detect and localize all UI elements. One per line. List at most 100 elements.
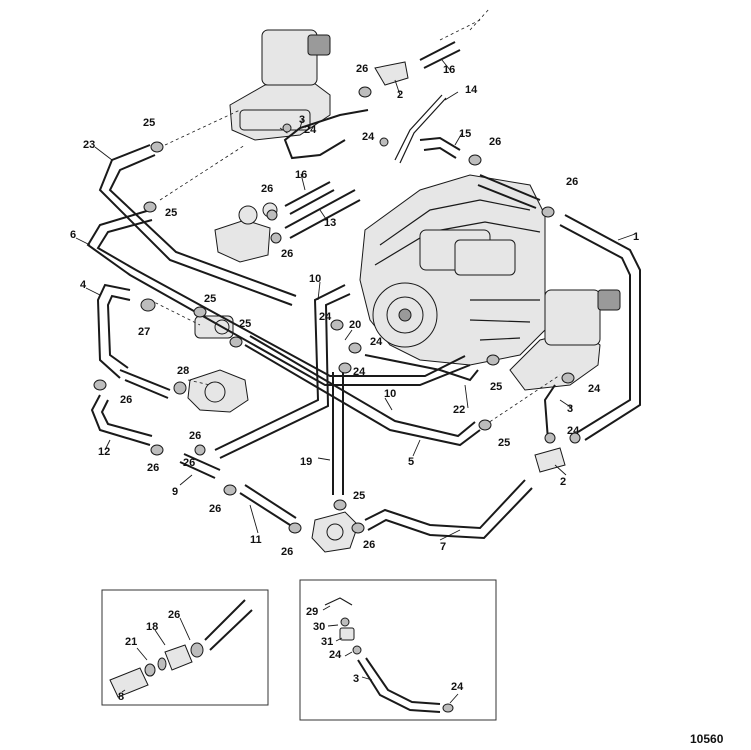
callout-26-left: 26 xyxy=(120,394,132,406)
tee-fitting-top xyxy=(374,61,409,86)
callout-26-pump-a: 26 xyxy=(261,183,273,195)
callout-25-bottom: 25 xyxy=(353,490,365,502)
hose-16-top-inner xyxy=(423,49,461,69)
hose-22 xyxy=(364,354,479,382)
callout-1: 1 xyxy=(633,231,639,243)
hose-4-inner xyxy=(106,294,131,369)
callout-labels: 1 2 2 3 3 3 4 5 6 7 8 9 10 10 11 12 13 1… xyxy=(70,63,639,703)
callout-16-top: 16 xyxy=(443,64,455,76)
exhaust-manifold-port xyxy=(229,29,331,141)
callout-26-lower: 26 xyxy=(209,503,221,515)
inset-left-box xyxy=(101,589,269,706)
dash-25-manifold-b xyxy=(159,144,246,201)
inset-right-box xyxy=(299,579,497,721)
hose-9-inner xyxy=(183,453,221,471)
callout-24-tube: 24 xyxy=(362,131,375,143)
callout-10-mid: 10 xyxy=(384,388,396,400)
hose-12 xyxy=(90,394,151,446)
callout-23: 23 xyxy=(83,139,95,151)
callout-26-top-right: 26 xyxy=(489,136,501,148)
callout-18: 18 xyxy=(146,621,158,633)
callout-2-right: 2 xyxy=(560,476,566,488)
callout-31: 31 xyxy=(321,636,333,648)
callout-11: 11 xyxy=(250,534,262,546)
hose-10 xyxy=(214,284,346,451)
callout-27: 27 xyxy=(138,326,150,338)
callout-13: 13 xyxy=(324,217,336,229)
hose-3-top xyxy=(283,109,369,160)
figure-number: 10560 xyxy=(690,732,724,746)
callout-10-top: 10 xyxy=(309,273,321,285)
seawater-pump xyxy=(187,369,249,413)
hose-11-inner xyxy=(244,484,297,519)
leader-lines xyxy=(75,59,636,541)
callout-3-top: 3 xyxy=(299,114,305,126)
callout-22: 22 xyxy=(453,404,465,416)
callout-24-right-b: 24 xyxy=(567,425,580,437)
hose-6 xyxy=(86,209,471,386)
callout-26-top: 26 xyxy=(356,63,368,75)
callout-24-manifold: 24 xyxy=(304,124,317,136)
callout-26-bottom-b: 26 xyxy=(363,539,375,551)
hose-1 xyxy=(564,214,641,441)
hose-15 xyxy=(419,136,461,151)
callout-26-mid-c: 26 xyxy=(183,457,195,469)
inset-left-parts xyxy=(109,599,253,698)
callout-29: 29 xyxy=(306,606,318,618)
engine-block xyxy=(359,174,546,366)
hose-clamps xyxy=(93,86,581,534)
callout-24-inset-b: 24 xyxy=(451,681,464,693)
tee-fitting-right xyxy=(534,447,566,473)
callout-24-center-b: 24 xyxy=(370,336,383,348)
dash-top-curve xyxy=(439,7,491,41)
callout-24-center-c: 24 xyxy=(353,366,366,378)
hose-28 xyxy=(119,369,171,391)
callout-19: 19 xyxy=(300,456,312,468)
hose-7 xyxy=(364,479,526,530)
callout-21: 21 xyxy=(125,636,137,648)
dash-26-pump xyxy=(149,299,201,326)
callout-5: 5 xyxy=(408,456,414,468)
callout-15: 15 xyxy=(459,128,471,140)
exhaust-manifold-starboard xyxy=(509,289,621,391)
dash-28-pump xyxy=(187,379,211,386)
hose-5-inner xyxy=(249,335,476,438)
callout-25-right: 25 xyxy=(490,381,502,393)
hose-15-inner xyxy=(423,146,457,159)
callout-20: 20 xyxy=(349,319,361,331)
hose-10-inner xyxy=(219,293,351,459)
callout-26-mid-a: 26 xyxy=(189,430,201,442)
inset-right-parts xyxy=(322,597,459,713)
hose-1-inner xyxy=(559,224,631,433)
callout-12: 12 xyxy=(98,446,110,458)
crossover-tube-inner xyxy=(477,184,537,209)
hose-4 xyxy=(96,283,131,379)
hose-28-inner xyxy=(124,379,169,399)
callout-25-left: 25 xyxy=(165,207,177,219)
crossover-tube xyxy=(479,174,541,201)
callout-30: 30 xyxy=(313,621,325,633)
callout-3-inset: 3 xyxy=(353,673,359,685)
hose-11 xyxy=(239,492,291,526)
callout-26-far-right: 26 xyxy=(566,176,578,188)
callout-9: 9 xyxy=(172,486,178,498)
hose-16-top xyxy=(419,41,456,61)
callout-26-bottom-a: 26 xyxy=(281,546,293,558)
tube-14 xyxy=(394,94,443,161)
hose-16-mid xyxy=(284,181,331,207)
hose-3-right xyxy=(543,384,556,441)
callout-28: 28 xyxy=(177,365,189,377)
callout-25-center: 25 xyxy=(239,318,251,330)
callout-16-mid: 16 xyxy=(295,169,307,181)
callout-25-pump: 25 xyxy=(204,293,216,305)
callout-26-pump-b: 26 xyxy=(281,248,293,260)
hose-23-inner xyxy=(108,154,297,297)
callout-26-inset: 26 xyxy=(168,609,180,621)
hose-12-inner xyxy=(100,399,153,437)
thermostat-housing xyxy=(311,511,359,553)
callout-24-right-a: 24 xyxy=(588,383,601,395)
hose-23 xyxy=(98,144,293,306)
callout-24-center-a: 24 xyxy=(319,311,332,323)
callout-4: 4 xyxy=(80,279,87,291)
